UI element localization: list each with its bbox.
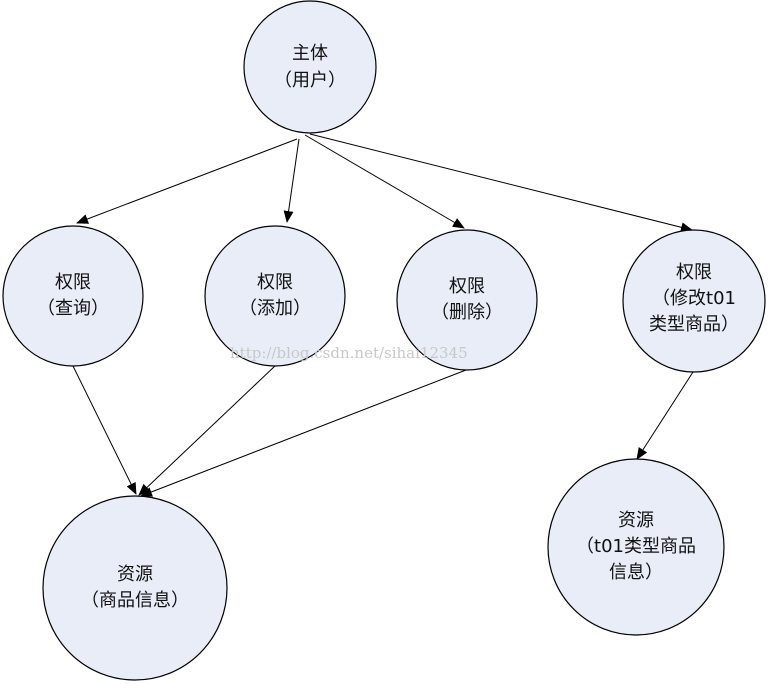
- node-delete-line1: 权限: [449, 276, 485, 297]
- node-modify-line2: （修改t01: [652, 288, 736, 309]
- edge-subject-to-modify: [309, 133, 693, 233]
- node-query-line2: （查询）: [37, 298, 109, 319]
- node-permission-add: 权限 （添加）: [204, 225, 346, 367]
- edge-subject-to-add: [283, 138, 300, 223]
- node-subject-line1: 主体: [292, 43, 328, 64]
- node-t01-line1: 资源: [618, 510, 654, 531]
- edge-modify-to-t01: [636, 371, 694, 460]
- node-modify-line3: 类型商品）: [649, 314, 739, 335]
- node-t01-line3: 信息）: [609, 562, 663, 583]
- node-add-line1: 权限: [257, 272, 293, 293]
- node-resource-t01-goods-info: 资源 （t01类型商品 信息）: [547, 458, 725, 636]
- node-resource-goods-info: 资源 （商品信息）: [42, 495, 228, 681]
- node-permission-query: 权限 （查询）: [2, 225, 144, 367]
- watermark-text: http://blog.csdn.net/sihai12345: [230, 344, 468, 362]
- edge-query-to-goods: [72, 365, 137, 495]
- edge-subject-to-query: [76, 138, 298, 224]
- node-delete-line2: （删除）: [431, 302, 503, 323]
- node-subject-line2: （用户）: [274, 70, 346, 91]
- edge-add-to-goods: [138, 364, 277, 496]
- node-permission-modify-t01: 权限 （修改t01 类型商品）: [622, 229, 766, 373]
- node-t01-line2: （t01类型商品: [576, 536, 696, 557]
- node-permission-delete: 权限 （删除）: [396, 229, 538, 371]
- node-modify-line1: 权限: [676, 262, 712, 283]
- node-goods-line1: 资源: [117, 564, 153, 585]
- node-query-line1: 权限: [55, 272, 91, 293]
- edge-subject-to-delete: [304, 134, 465, 229]
- edge-delete-to-goods: [140, 369, 467, 497]
- node-goods-line2: （商品信息）: [81, 590, 189, 611]
- edges: [72, 133, 694, 497]
- node-subject-user: 主体 （用户）: [243, 0, 377, 134]
- node-add-line2: （添加）: [239, 298, 311, 319]
